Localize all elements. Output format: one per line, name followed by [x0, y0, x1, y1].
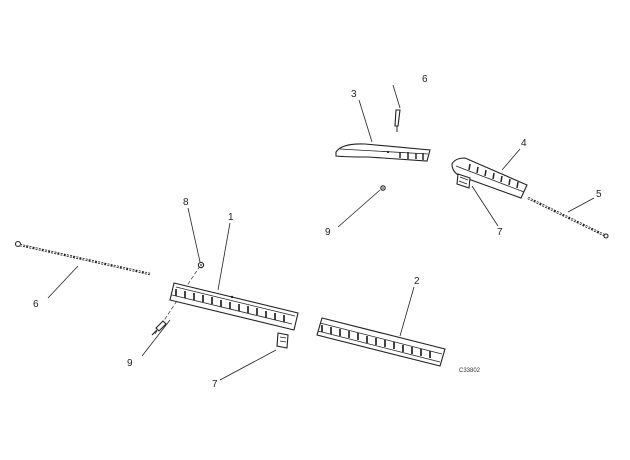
leader-7b — [471, 185, 499, 227]
callout-5: 5 — [596, 189, 602, 200]
callout-6a: 6 — [33, 299, 39, 310]
leader-10 — [141, 319, 171, 357]
part-6-rod-left — [14, 240, 151, 276]
part-10-screw — [151, 320, 167, 336]
leader-6b — [392, 84, 401, 109]
part-9-fastener-upper — [380, 185, 386, 191]
callout-7b: 7 — [497, 227, 503, 238]
callout-9a: 8 — [183, 197, 189, 208]
part-7-clip-right — [456, 173, 471, 189]
callout-10: 9 — [127, 358, 133, 369]
callout-4: 4 — [521, 138, 527, 149]
callout-3: 3 — [351, 89, 357, 100]
part-4-curved-piece — [451, 157, 528, 199]
callout-6b: 6 — [422, 74, 428, 85]
leader-6a — [47, 265, 79, 299]
leader-3 — [358, 99, 373, 143]
part-3-curved-piece — [335, 143, 431, 162]
reference-code: C33802 — [459, 368, 481, 374]
leader-5 — [567, 197, 595, 213]
leader-9b — [337, 189, 381, 228]
leader-2 — [399, 286, 415, 337]
callout-7a: 7 — [212, 379, 218, 390]
callout-1: 1 — [228, 212, 234, 223]
part-1-rail — [169, 282, 299, 349]
callout-9b: 9 — [325, 227, 331, 238]
leader-4 — [501, 148, 521, 171]
part-9-fastener-left — [197, 261, 205, 269]
part-2-rail — [316, 317, 446, 367]
part-5-rod-right — [527, 196, 609, 239]
callout-2: 2 — [414, 276, 420, 287]
leader-9a — [187, 207, 201, 263]
leader-7a — [219, 349, 277, 381]
part-8-pin — [394, 109, 401, 132]
leader-1 — [217, 222, 231, 291]
